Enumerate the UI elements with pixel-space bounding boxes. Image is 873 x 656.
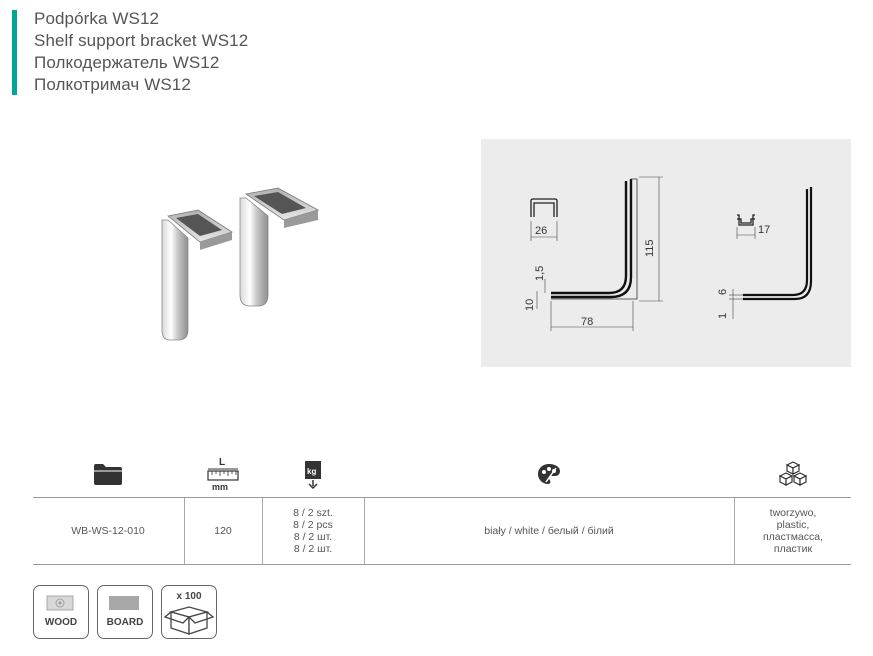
bracket-side-view-2 bbox=[743, 187, 813, 301]
table-rule-top bbox=[33, 497, 851, 498]
title-ua: Полкотримач WS12 bbox=[34, 75, 191, 94]
product-photo bbox=[161, 187, 320, 341]
length-column-header: L mm bbox=[185, 450, 261, 497]
board-badge: BOARD bbox=[97, 585, 153, 639]
dim-height: 115 bbox=[644, 239, 656, 257]
column-divider bbox=[734, 498, 735, 564]
pack-ru: 8 / 2 шт. bbox=[293, 531, 333, 543]
code-column-header bbox=[33, 450, 183, 497]
cubes-icon bbox=[778, 460, 808, 486]
board-icon bbox=[109, 596, 139, 610]
board-label: BOARD bbox=[106, 617, 144, 628]
wood-label: WOOD bbox=[44, 617, 78, 628]
product-color: biały / white / белый / білий bbox=[484, 525, 614, 537]
dim-side-gap: 6 bbox=[717, 289, 729, 295]
column-divider bbox=[262, 498, 263, 564]
title-pl: Podpórka WS12 bbox=[34, 9, 160, 28]
material-ua: пластик bbox=[773, 543, 813, 555]
box-badge: x 100 bbox=[161, 585, 217, 639]
box-icon bbox=[163, 606, 215, 635]
dim-side-channel: 17 bbox=[758, 224, 770, 236]
wood-icon bbox=[46, 595, 74, 611]
length-letter: L bbox=[219, 457, 225, 468]
box-count: x 100 bbox=[176, 591, 202, 602]
material-pl: tworzywo, bbox=[769, 507, 817, 519]
column-divider bbox=[184, 498, 185, 564]
ruler-icon: L mm bbox=[207, 457, 239, 492]
dim-base: 10 bbox=[524, 299, 536, 311]
title-en: Shelf support bracket WS12 bbox=[34, 31, 249, 50]
dim-thickness: 1,5 bbox=[534, 266, 546, 281]
title-ru: Полкодержатель WS12 bbox=[34, 53, 220, 72]
table-header-icons: L mm kg bbox=[33, 450, 851, 497]
weight-unit: kg bbox=[307, 467, 316, 476]
bracket-side-view bbox=[551, 179, 633, 299]
pack-pl: 8 / 2 szt. bbox=[293, 507, 333, 519]
pack-column-header: kg bbox=[263, 450, 363, 497]
table-rule-bottom bbox=[33, 564, 851, 565]
dim-channel-width: 26 bbox=[535, 225, 547, 237]
channel-profile-side bbox=[737, 214, 755, 226]
technical-drawing: 26 115 1,5 10 78 17 bbox=[524, 176, 813, 331]
folder-icon bbox=[94, 463, 122, 485]
table-row: WB-WS-12-010 120 8 / 2 szt. 8 / 2 pcs 8 … bbox=[33, 498, 851, 564]
weight-icon: kg bbox=[305, 460, 321, 489]
product-code: WB-WS-12-010 bbox=[71, 525, 145, 537]
product-titles: Podpórka WS12 Shelf support bracket WS12… bbox=[34, 8, 248, 96]
material-en: plastic, bbox=[776, 519, 810, 531]
material-column-header bbox=[735, 450, 851, 497]
bracket-right bbox=[239, 187, 320, 307]
pack-en: 8 / 2 pcs bbox=[293, 519, 333, 531]
product-length: 120 bbox=[214, 525, 232, 537]
pack-ua: 8 / 2 шт. bbox=[293, 543, 333, 555]
accent-bar bbox=[12, 10, 17, 95]
wood-badge: WOOD bbox=[33, 585, 89, 639]
material-ru: пластмасса, bbox=[762, 531, 824, 543]
palette-icon bbox=[538, 463, 560, 484]
bracket-left bbox=[161, 209, 233, 341]
dim-side-thick: 1 bbox=[717, 313, 729, 319]
product-material: tworzywo, plastic, пластмасса, пластик bbox=[735, 498, 851, 564]
column-divider bbox=[364, 498, 365, 564]
length-unit: mm bbox=[212, 482, 228, 492]
spec-table: L mm kg bbox=[33, 450, 851, 565]
technical-drawing-panel: 26 115 1,5 10 78 17 bbox=[481, 139, 851, 367]
pack-quantity: 8 / 2 szt. 8 / 2 pcs 8 / 2 шт. 8 / 2 шт. bbox=[263, 498, 363, 564]
dim-depth: 78 bbox=[581, 316, 593, 328]
channel-profile-front bbox=[530, 198, 558, 217]
color-column-header bbox=[365, 450, 733, 497]
